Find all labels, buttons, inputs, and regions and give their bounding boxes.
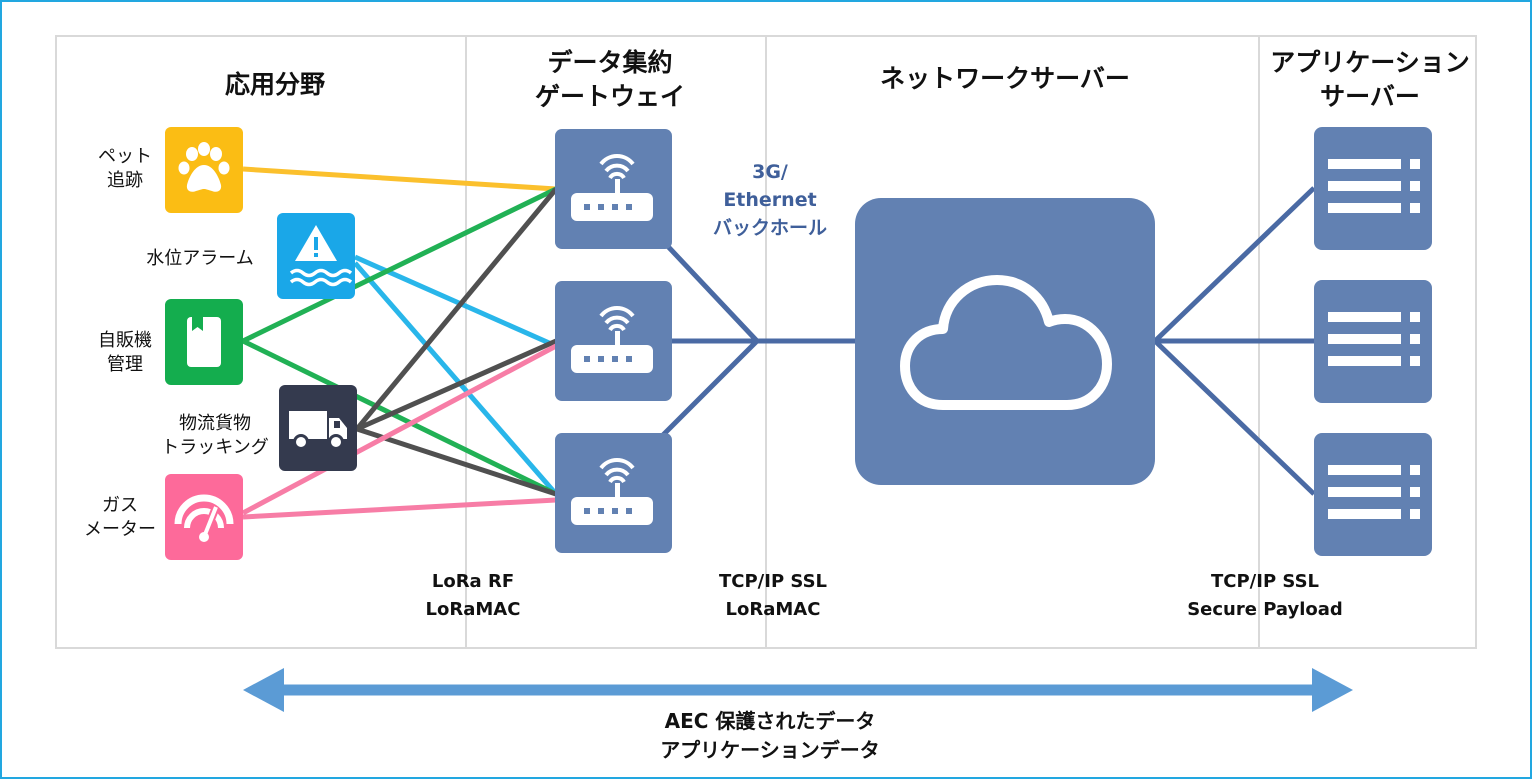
link-gateway3-hub: [658, 339, 759, 440]
server-icon: [1328, 312, 1420, 366]
network-server: [855, 198, 1155, 485]
data-flow-arrow-left-head: [243, 668, 284, 712]
protocol-application: TCP/IP SSL Secure Payload: [1187, 571, 1343, 620]
heading-network-server: ネットワークサーバー: [880, 64, 1130, 93]
server-icon: [1328, 159, 1420, 213]
protocol-network: TCP/IP SSL LoRaMAC: [719, 571, 827, 620]
app-server-3: [1314, 433, 1432, 556]
gauge-icon: [165, 474, 243, 560]
app-server-1: [1314, 127, 1432, 250]
server-icon: [1328, 465, 1420, 519]
water-alarm-icon: [277, 213, 355, 299]
link-water-gateway3: [353, 261, 558, 496]
app-label-gas: ガス メーター: [84, 495, 156, 540]
truck-icon: [279, 385, 357, 471]
link-truck-gateway3: [356, 426, 557, 497]
link-cloud-server3: [1153, 339, 1316, 496]
heading-gateway: データ集約 ゲートウェイ: [534, 48, 685, 111]
router-icon: [571, 458, 653, 525]
link-pet-gateway1: [242, 166, 557, 192]
protocol-lora: LoRa RF LoRaMAC: [425, 571, 521, 620]
paw-icon: [165, 127, 243, 213]
link-vending-gateway1: [241, 186, 558, 344]
link-cloud-server1: [1153, 186, 1316, 343]
link-truck-gateway1: [355, 187, 558, 431]
footer-line-2: アプリケーションデータ: [660, 738, 880, 762]
router-icon: [571, 306, 653, 373]
heading-applications: 応用分野: [224, 70, 325, 99]
app-label-vending: 自販機 管理: [98, 330, 152, 375]
cloud-icon: [900, 275, 1112, 410]
footer-line-1: AEC 保護されたデータ: [664, 709, 876, 733]
app-label-pet: ペット 追跡: [98, 146, 152, 191]
app-server-2: [1314, 280, 1432, 403]
app-label-truck: 物流貨物 トラッキング: [161, 413, 269, 458]
data-flow-arrow-right-head: [1312, 668, 1353, 712]
link-gas-gateway2: [241, 343, 558, 516]
vending-icon: [165, 299, 243, 385]
app-label-water: 水位アラーム: [146, 248, 254, 269]
link-vending-gateway3: [241, 338, 558, 497]
gateway-1: [555, 129, 672, 249]
gateway-3: [555, 433, 672, 553]
link-gateway1-hub: [658, 236, 759, 343]
link-truck-gateway2: [355, 338, 558, 432]
backhaul-label: 3G/ Ethernet バックホール: [712, 161, 827, 239]
heading-app-server: アプリケーション サーバー: [1270, 48, 1470, 111]
router-icon: [571, 154, 653, 221]
link-gas-gateway3: [242, 497, 557, 520]
gateway-2: [555, 281, 672, 401]
section-divider: [465, 35, 467, 649]
